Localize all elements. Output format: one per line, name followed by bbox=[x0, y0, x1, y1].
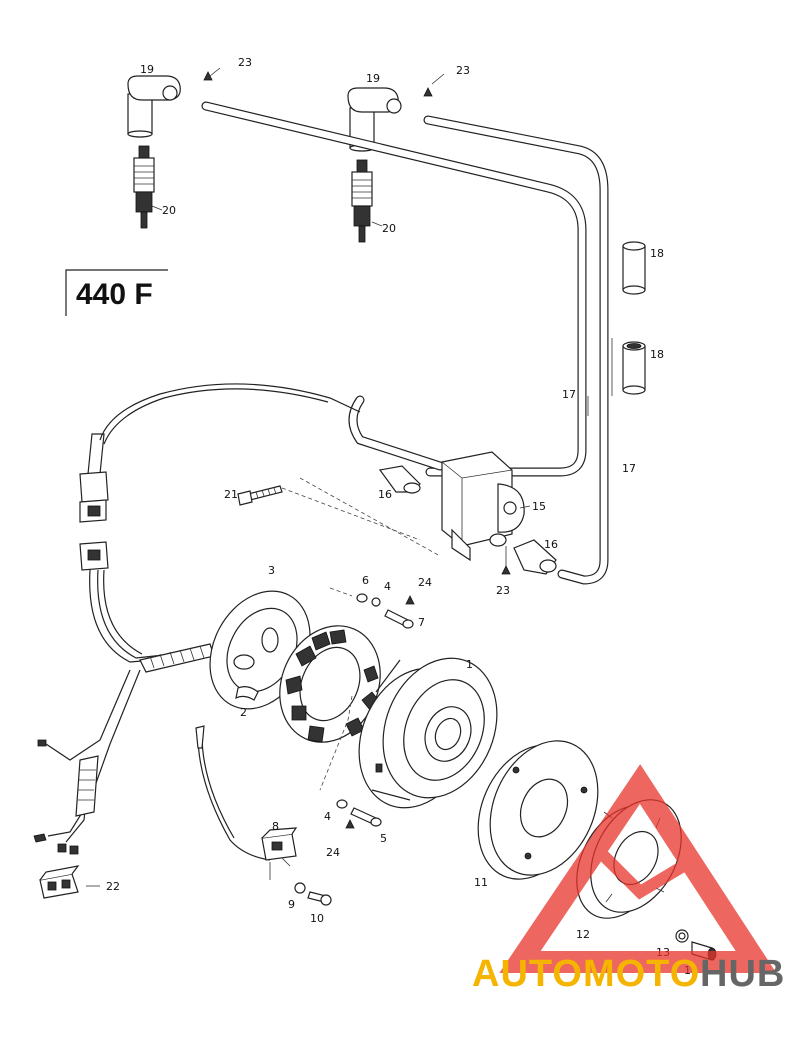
callouts: 19 23 20 19 23 20 18 18 17 17 16 15 16 2… bbox=[106, 56, 698, 977]
flywheel bbox=[358, 657, 498, 809]
stator-windings bbox=[279, 625, 381, 743]
callout-12: 12 bbox=[576, 928, 590, 941]
callout-17-left: 17 bbox=[562, 388, 576, 401]
sleeve-18-lower bbox=[622, 341, 646, 395]
trigger-coil bbox=[195, 725, 298, 880]
callout-11: 11 bbox=[474, 876, 488, 889]
callout-24-upper: 24 bbox=[418, 576, 432, 589]
connector-22 bbox=[39, 865, 100, 899]
spark-plug-right bbox=[351, 159, 373, 243]
sleeve-18-upper bbox=[622, 241, 646, 295]
callout-18-upper: 18 bbox=[650, 247, 664, 260]
watermark-text-secondary: HUB bbox=[700, 953, 785, 995]
watermark-text: AUTOMOTO HUB bbox=[472, 953, 785, 995]
callout-2: 2 bbox=[240, 706, 247, 719]
watermark-triangle bbox=[499, 764, 777, 973]
callout-23-left: 23 bbox=[238, 56, 252, 69]
callout-4-upper: 4 bbox=[384, 580, 391, 593]
ignition-coil bbox=[441, 451, 525, 562]
lead-loop bbox=[348, 395, 445, 471]
watermark-logo bbox=[499, 764, 777, 973]
callout-20-left: 20 bbox=[162, 204, 176, 217]
callout-7: 7 bbox=[418, 616, 425, 629]
callout-5: 5 bbox=[380, 832, 387, 845]
callout-9: 9 bbox=[288, 898, 295, 911]
hardware-lower bbox=[336, 799, 382, 829]
starter-pulley bbox=[477, 740, 599, 880]
nut-23-left bbox=[203, 71, 213, 81]
model-label: 440 F bbox=[76, 278, 153, 311]
coil-boot-16-lower bbox=[489, 533, 557, 575]
hardware-9-10 bbox=[294, 882, 332, 906]
callout-4-lower: 4 bbox=[324, 810, 331, 823]
spark-plug-left bbox=[133, 145, 155, 229]
watermark-text-main: AUTOMOTO bbox=[472, 953, 700, 995]
callout-24-lower: 24 bbox=[326, 846, 340, 859]
callout-19-left: 19 bbox=[140, 63, 154, 76]
wiring-harness bbox=[33, 383, 361, 855]
spark-plug-cap-left bbox=[127, 75, 181, 138]
ignition-lead-inner bbox=[201, 101, 587, 477]
callout-21: 21 bbox=[224, 488, 238, 501]
callout-18-lower: 18 bbox=[650, 348, 664, 361]
callout-16-upper: 16 bbox=[378, 488, 392, 501]
model-label-box: 440 F bbox=[65, 269, 168, 316]
callout-10: 10 bbox=[310, 912, 324, 925]
nut-23-right bbox=[423, 87, 433, 97]
nut-23-coil bbox=[501, 565, 511, 575]
callout-17-right: 17 bbox=[622, 462, 636, 475]
callout-8: 8 bbox=[272, 820, 279, 833]
callout-20-right: 20 bbox=[382, 222, 396, 235]
ignition-lead-outer bbox=[423, 115, 609, 585]
hardware-upper bbox=[356, 593, 415, 629]
callout-16-lower: 16 bbox=[544, 538, 558, 551]
callout-22: 22 bbox=[106, 880, 120, 893]
callout-15: 15 bbox=[532, 500, 546, 513]
callout-19-right: 19 bbox=[366, 72, 380, 85]
callout-23-right: 23 bbox=[456, 64, 470, 77]
callout-3: 3 bbox=[268, 564, 275, 577]
callout-6: 6 bbox=[362, 574, 369, 587]
callout-1: 1 bbox=[466, 658, 473, 671]
coil-boot-16-upper bbox=[378, 465, 421, 494]
screw-21 bbox=[237, 485, 283, 506]
callout-23-coil: 23 bbox=[496, 584, 510, 597]
